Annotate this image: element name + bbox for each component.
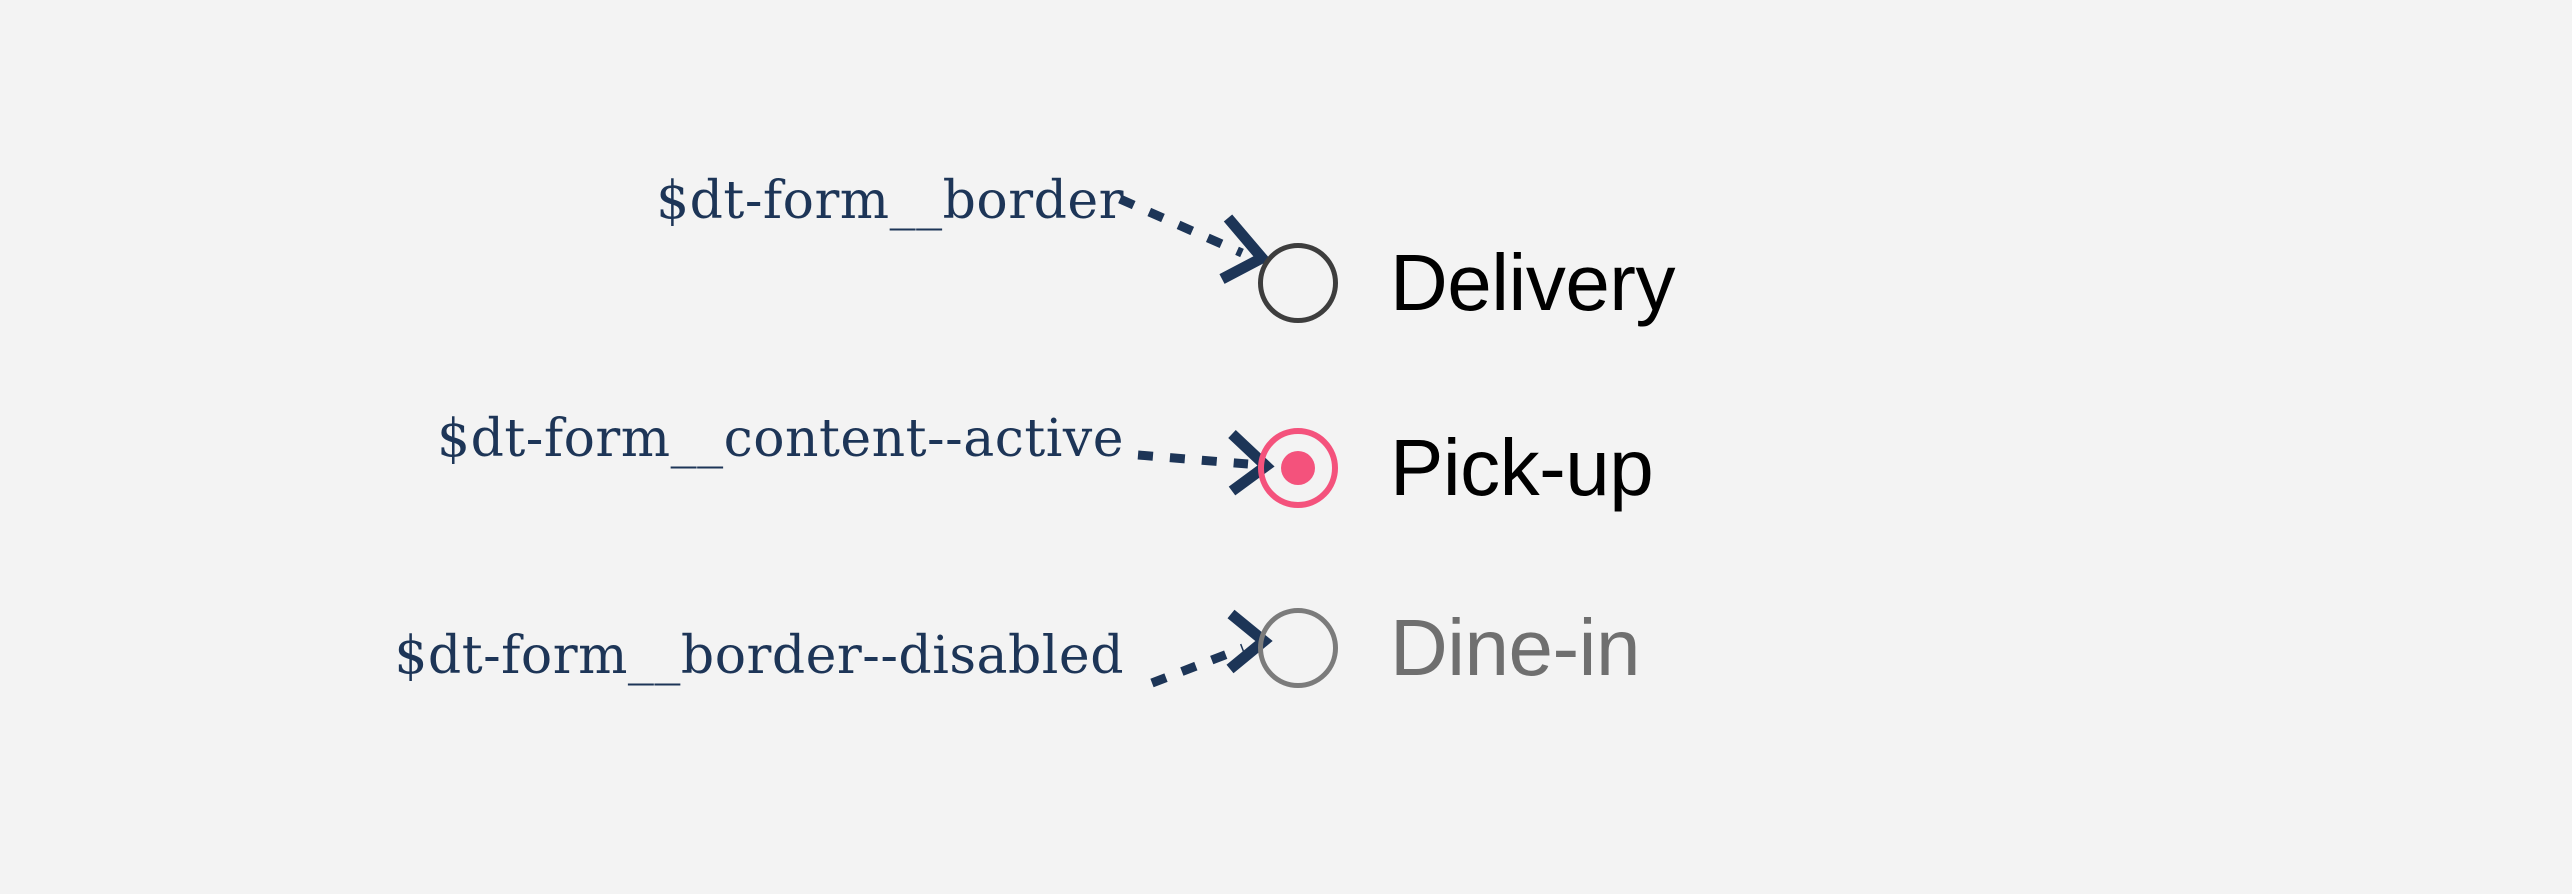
- radio-pickup-label[interactable]: Pick-up: [1390, 423, 1654, 512]
- radio-pickup-selected-dot: [1281, 451, 1315, 485]
- annotation-arrow-border: [1118, 194, 1271, 284]
- annotation-arrow-border-disabled: [1150, 609, 1273, 688]
- annotation-label-content-active: $dt-form__content--active: [437, 409, 1124, 469]
- radio-option-delivery[interactable]: Delivery: [1258, 243, 1675, 323]
- radio-dine-in-icon: [1258, 608, 1338, 688]
- radio-dine-in-label: Dine-in: [1390, 603, 1640, 692]
- annotation-label-border: $dt-form__border: [656, 171, 1124, 231]
- radio-delivery-icon[interactable]: [1258, 243, 1338, 323]
- radio-delivery-label[interactable]: Delivery: [1390, 238, 1675, 327]
- annotation-arrow-content-active: [1137, 429, 1275, 496]
- radio-pickup-icon[interactable]: [1258, 428, 1338, 508]
- radio-option-pickup[interactable]: Pick-up: [1258, 423, 1654, 512]
- radio-option-dine-in: Dine-in: [1258, 608, 1640, 688]
- annotation-label-border-disabled: $dt-form__border--disabled: [394, 626, 1124, 686]
